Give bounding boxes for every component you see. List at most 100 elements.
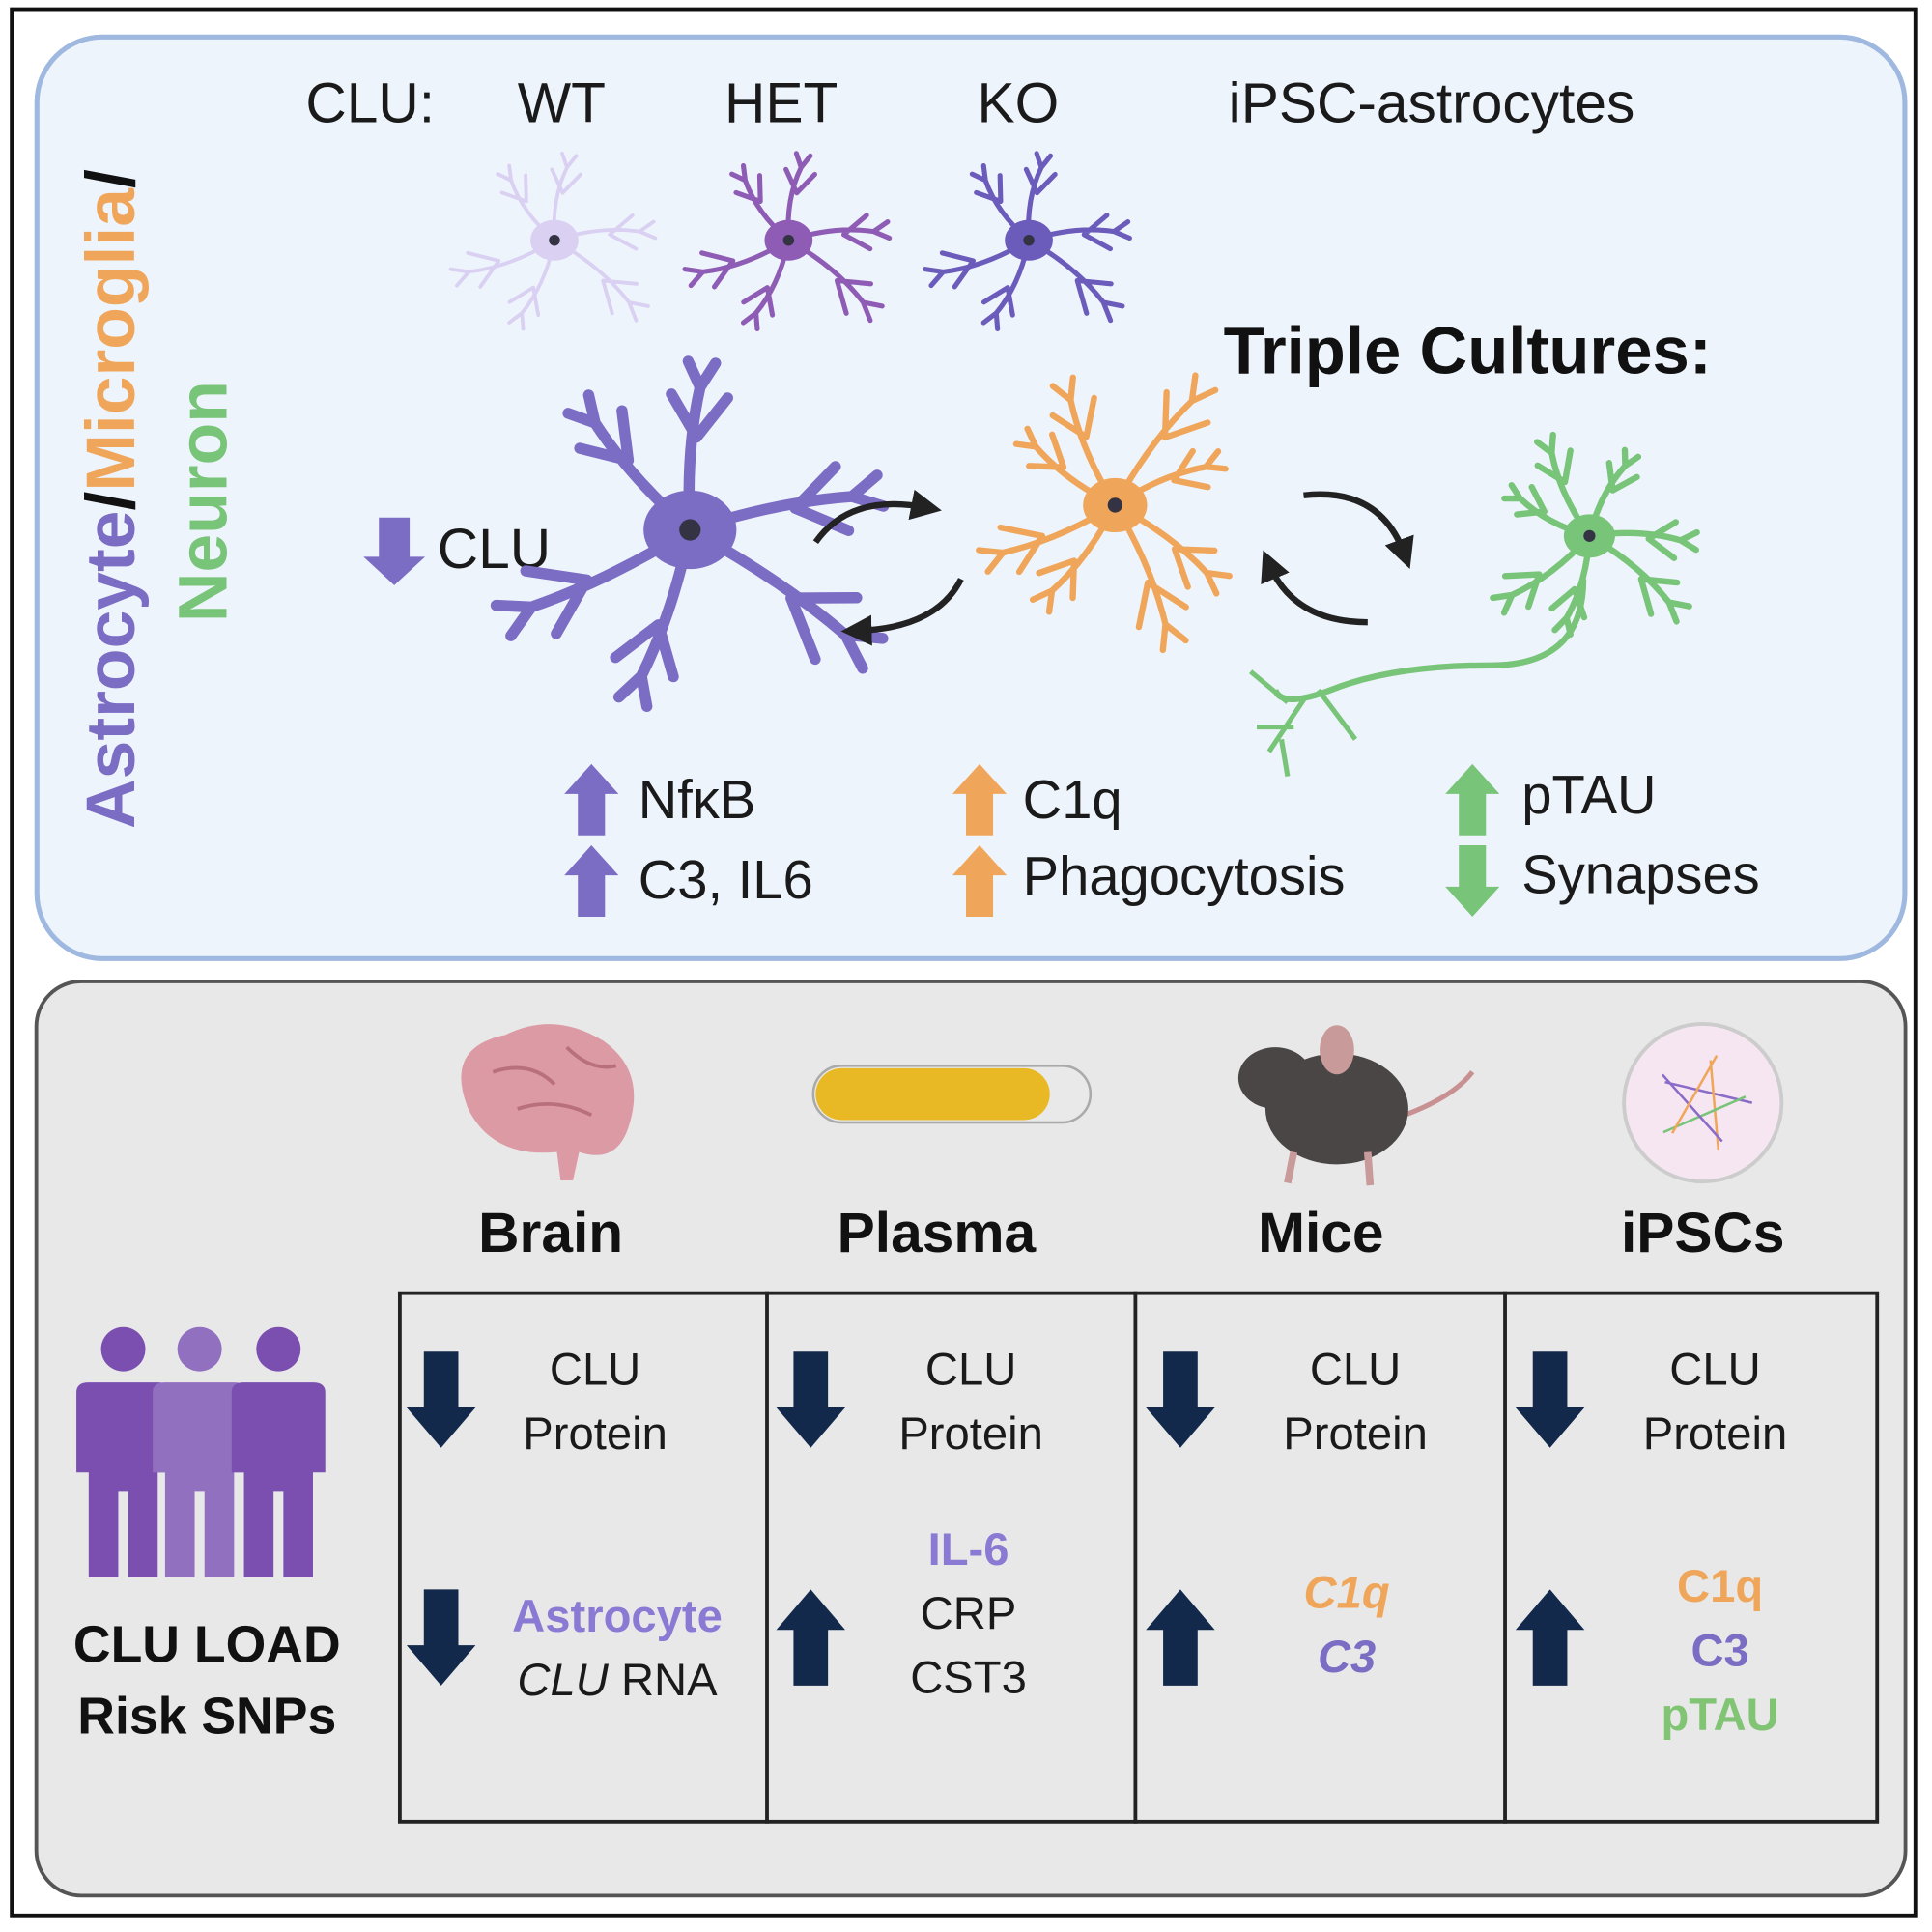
person-head bbox=[177, 1326, 222, 1372]
cell-process bbox=[1586, 532, 1692, 625]
column-divider bbox=[765, 1291, 769, 1824]
cell-process bbox=[1490, 532, 1593, 616]
person-body bbox=[153, 1382, 247, 1577]
cell-process bbox=[969, 162, 1032, 243]
findings-table bbox=[397, 1291, 1880, 1824]
text-line-ptau: pTAU bbox=[1661, 1689, 1779, 1741]
effect-c1q: C1q bbox=[1022, 770, 1122, 831]
astrocyte-het-icon bbox=[682, 151, 893, 332]
culture-dish-icon bbox=[1622, 1022, 1784, 1184]
person-head bbox=[100, 1326, 146, 1372]
cell-process bbox=[448, 238, 556, 289]
column-divider bbox=[1503, 1291, 1507, 1824]
astrocyte-wt-icon bbox=[448, 151, 658, 331]
cell-process bbox=[1112, 501, 1233, 597]
person-head bbox=[256, 1326, 301, 1372]
cell-process bbox=[550, 151, 583, 242]
cell-nucleus bbox=[782, 234, 795, 246]
ipscs-row2-up-arrow-icon bbox=[1515, 1589, 1585, 1686]
neuron-icon bbox=[1249, 431, 1700, 777]
genotype-ko: KO bbox=[977, 70, 1060, 135]
curved-arrow-icon bbox=[1303, 491, 1414, 569]
neuron-up-arrow-icon bbox=[1445, 763, 1500, 836]
cell-process bbox=[610, 524, 696, 712]
effect-nfkb: NfκB bbox=[638, 770, 756, 831]
cell-process bbox=[1112, 501, 1189, 654]
cell-process bbox=[923, 238, 1032, 290]
cell-process bbox=[553, 213, 658, 251]
brain-icon bbox=[461, 1024, 635, 1180]
snp-label: CLU LOAD Risk SNPs bbox=[22, 1609, 392, 1752]
cell-type-label: iPSC-astrocytes bbox=[1228, 70, 1635, 135]
outer-frame bbox=[10, 7, 1918, 1918]
mice-row1-down-arrow-icon bbox=[1146, 1351, 1215, 1448]
mice-row1-text: CLU Protein bbox=[1208, 1338, 1503, 1466]
effect-ptau: pTAU bbox=[1521, 765, 1657, 826]
cell-process bbox=[1534, 431, 1593, 540]
cell-nucleus bbox=[1023, 234, 1035, 246]
snp-label-line2: Risk SNPs bbox=[77, 1687, 337, 1746]
text-line-astrocyte: Astrocyte bbox=[512, 1590, 723, 1641]
text-line: Protein bbox=[898, 1407, 1043, 1460]
curved-arrow-icon bbox=[840, 578, 964, 646]
brain-row2-down-arrow-icon bbox=[406, 1589, 476, 1686]
cell-nucleus bbox=[1107, 497, 1122, 513]
ipscs-row2-text: C1q C3 pTAU bbox=[1573, 1555, 1868, 1747]
text-line: CLU bbox=[1309, 1344, 1402, 1395]
brain-row1-text: CLU Protein bbox=[447, 1338, 743, 1466]
cell-nucleus bbox=[679, 519, 701, 541]
text-line: Protein bbox=[1283, 1407, 1428, 1460]
people-icon bbox=[76, 1326, 326, 1577]
text-line: CLU bbox=[924, 1344, 1017, 1395]
text-line: CLU bbox=[549, 1344, 641, 1395]
cell-process bbox=[1026, 238, 1125, 324]
triple-cultures-title: Triple Cultures: bbox=[1223, 314, 1712, 388]
mouse-tail bbox=[1404, 1070, 1475, 1118]
cell-process bbox=[729, 162, 791, 243]
cell-process bbox=[980, 238, 1032, 332]
person-body bbox=[231, 1382, 326, 1577]
cell-nucleus bbox=[549, 234, 560, 246]
genotype-prefix: CLU: bbox=[305, 70, 436, 135]
curved-arrow-icon bbox=[1261, 550, 1368, 626]
neuron-soma bbox=[1490, 431, 1700, 638]
cell-nucleus bbox=[1583, 529, 1596, 542]
brain-folds bbox=[492, 1045, 617, 1118]
plasma-row2-up-arrow-icon bbox=[776, 1589, 845, 1686]
dish-cell bbox=[1661, 1073, 1723, 1143]
cell-process bbox=[1029, 501, 1119, 615]
genotype-wt: WT bbox=[517, 70, 606, 135]
cell-process bbox=[684, 461, 890, 536]
plasma-row1-down-arrow-icon bbox=[776, 1351, 845, 1448]
cell-process bbox=[562, 389, 696, 536]
cell-process bbox=[1023, 151, 1058, 243]
cell-process bbox=[785, 213, 893, 252]
clu-down-arrow-icon bbox=[363, 517, 426, 585]
text-rna: RNA bbox=[620, 1655, 718, 1706]
text-line-c3: C3 bbox=[1317, 1631, 1377, 1683]
dish bbox=[1622, 1022, 1784, 1184]
cell-process bbox=[1586, 446, 1642, 540]
snp-label-line1: CLU LOAD bbox=[72, 1615, 341, 1674]
mouse-icon bbox=[1237, 1025, 1475, 1186]
cell-process bbox=[496, 163, 556, 242]
mouse-head bbox=[1237, 1047, 1313, 1109]
neuron-down-arrow-icon bbox=[1445, 844, 1500, 917]
text-line-cst3: CST3 bbox=[910, 1652, 1027, 1703]
cell-process bbox=[666, 355, 734, 536]
column-divider bbox=[1133, 1291, 1138, 1824]
astrocyte-icon bbox=[490, 355, 890, 712]
curved-arrow-icon bbox=[812, 489, 942, 545]
cell-process bbox=[553, 238, 650, 323]
cell-process bbox=[1586, 519, 1700, 561]
text-line: Protein bbox=[1642, 1407, 1788, 1460]
effect-synapses: Synapses bbox=[1521, 844, 1760, 906]
astrocyte-ko-icon bbox=[923, 151, 1132, 332]
text-line: Protein bbox=[523, 1407, 668, 1460]
brain-row1-down-arrow-icon bbox=[406, 1351, 476, 1448]
microglia-up-arrow-icon bbox=[952, 844, 1008, 917]
plasma-fill bbox=[815, 1067, 1050, 1121]
cell-process bbox=[507, 238, 556, 331]
cell-process bbox=[783, 151, 817, 243]
